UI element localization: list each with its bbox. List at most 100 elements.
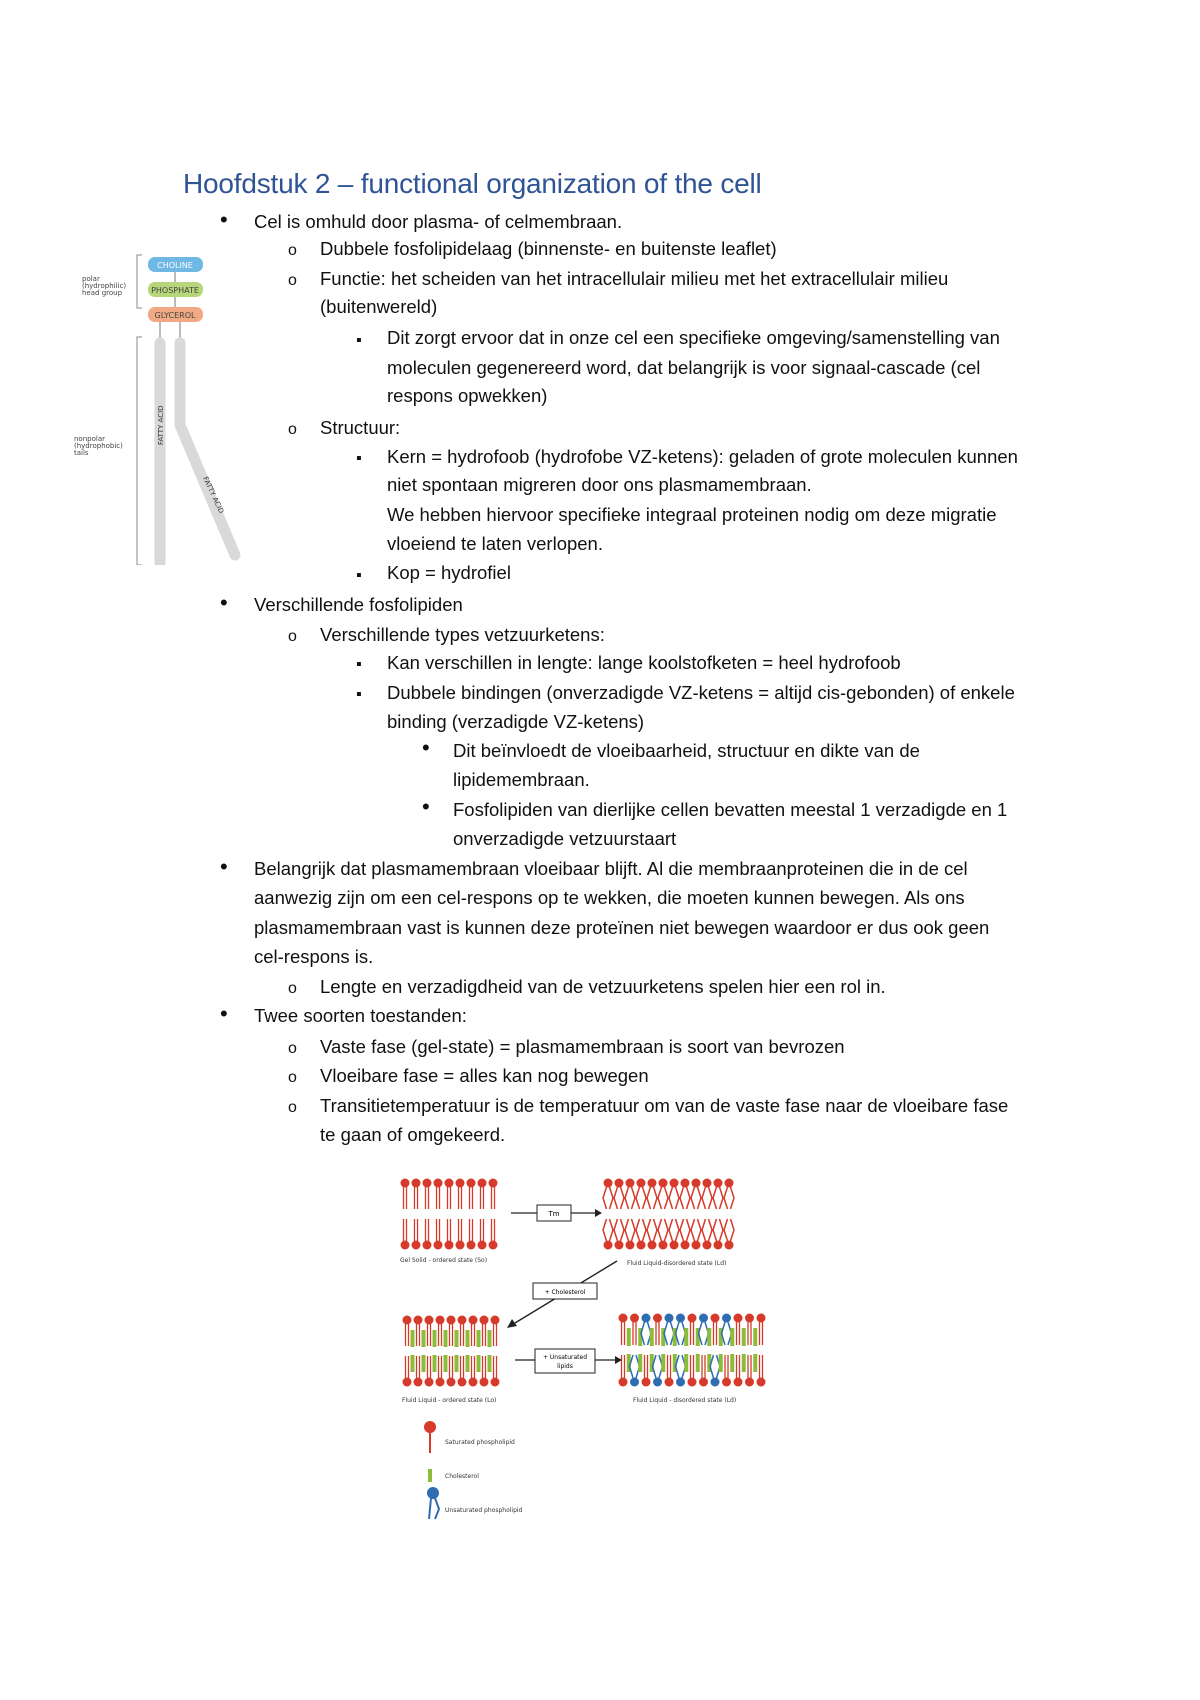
polar-label-1: polar	[82, 275, 100, 283]
arrow-head-icon	[595, 1209, 602, 1217]
lipid-molecule	[653, 1313, 662, 1345]
cholesterol-molecule	[454, 1355, 459, 1372]
text-line: Dubbele fosfolipidelaag (binnenste- en b…	[320, 238, 777, 259]
phosphate-box	[148, 282, 203, 297]
lipid-molecule	[424, 1315, 434, 1346]
text-line: Functie: het scheiden van het intracellu…	[320, 268, 949, 289]
bullet-circle	[288, 1065, 297, 1089]
bullet-disc	[220, 1003, 228, 1026]
lipid-molecule	[402, 1315, 412, 1346]
bullet-square	[356, 682, 362, 706]
lipid-molecule	[433, 1219, 443, 1250]
text-line: Dit beïnvloedt de vloeibaarheid, structu…	[453, 740, 920, 761]
cholesterol-molecule	[753, 1354, 758, 1372]
unsat-box-line-2: lipids	[557, 1363, 573, 1370]
bullet-square	[356, 328, 362, 352]
text-line: Vaste fase (gel-state) = plasmamembraan …	[320, 1036, 845, 1057]
lipid-molecule	[457, 1356, 467, 1387]
cholesterol-molecule	[707, 1354, 712, 1372]
fluid-ld-caption: Fluid Liquid-disordered state (Ld)	[627, 1260, 726, 1267]
lipid-molecule	[709, 1354, 721, 1387]
cholesterol-molecule	[476, 1355, 481, 1372]
cholesterol-molecule	[741, 1354, 746, 1372]
nonpolar-label-2: (hydrophobic)	[74, 442, 123, 450]
text-line: Twee soorten toestanden:	[254, 1005, 467, 1026]
cholesterol-molecule	[410, 1355, 415, 1372]
gel-caption: Gel Solid - ordered state (So)	[400, 1257, 487, 1264]
head-bracket	[136, 254, 142, 309]
lipid-molecule	[733, 1313, 743, 1345]
text-line: Kan verschillen in lengte: lange koolsto…	[387, 652, 901, 673]
cholesterol-molecule	[684, 1354, 689, 1372]
lipid-molecule	[422, 1219, 432, 1250]
lipid-molecule	[679, 1218, 691, 1250]
tail-bracket	[136, 336, 142, 565]
polar-label-3: head group	[82, 289, 123, 297]
lipid-molecule	[674, 1354, 687, 1387]
lipid-molecule	[457, 1315, 467, 1346]
phosphate-label: PHOSPHATE	[151, 286, 199, 295]
lipid-molecule	[602, 1178, 614, 1210]
lipid-molecule	[466, 1219, 476, 1250]
bullet-square	[356, 563, 362, 587]
lipid-molecule	[646, 1218, 658, 1250]
lipid-molecule	[723, 1218, 735, 1250]
lipid-molecule	[720, 1313, 733, 1346]
bullet-circle	[288, 1095, 297, 1119]
legend-cholesterol-label: Cholesterol	[445, 1473, 479, 1480]
text-line: Cel is omhuld door plasma- of celmembraa…	[254, 211, 623, 232]
lipid-molecule	[697, 1313, 710, 1346]
cholesterol-molecule	[730, 1354, 735, 1372]
lipid-molecule	[400, 1178, 410, 1209]
lipid-molecule	[400, 1219, 410, 1250]
fluid-ld-caption-2: Fluid Liquid - disordered state (Ld)	[633, 1397, 736, 1404]
lipid-molecule	[630, 1313, 639, 1345]
cholesterol-molecule	[695, 1328, 700, 1346]
legend-cholesterol-icon	[428, 1469, 432, 1482]
page-title: Hoofdstuk 2 – functional organization of…	[183, 168, 762, 199]
bullet-circle	[288, 417, 297, 441]
lipid-molecule	[701, 1218, 713, 1250]
choline-label: CHOLINE	[157, 261, 193, 270]
cholesterol-molecule	[695, 1354, 700, 1372]
unsaturated-box	[534, 1348, 596, 1374]
cholesterol-molecule	[626, 1354, 631, 1372]
cholesterol-molecule	[672, 1328, 677, 1346]
lipid-molecule	[712, 1218, 724, 1250]
lipid-molecule	[413, 1315, 423, 1346]
lipid-molecule	[479, 1315, 489, 1346]
text-line: We hebben hiervoor specifieke integraal …	[387, 504, 997, 525]
lipid-molecule	[635, 1178, 647, 1210]
lipid-molecule	[657, 1218, 669, 1250]
text-line: cel-respons is.	[254, 946, 374, 967]
text-line: onverzadigde vetzuurstaart	[453, 828, 677, 849]
text-line: Vloeibare fase = alles kan nog bewegen	[320, 1065, 649, 1086]
text-line: plasmamembraan vast is kunnen deze prote…	[254, 917, 990, 938]
cholesterol-molecule	[730, 1328, 735, 1346]
bullet-circle	[288, 1036, 297, 1060]
bullet-circle	[288, 624, 297, 648]
cholesterol-molecule	[718, 1354, 723, 1372]
cholesterol-molecule	[465, 1330, 470, 1347]
lipid-molecule	[468, 1356, 478, 1387]
lipid-molecule	[687, 1355, 697, 1387]
arrow-head-icon	[507, 1319, 517, 1328]
text-line: Structuur:	[320, 417, 401, 438]
mixed-bilayer	[618, 1313, 766, 1387]
lipid-molecule	[488, 1219, 498, 1250]
bullet-disc	[220, 209, 228, 232]
cholesterol-molecule	[454, 1330, 459, 1347]
lipid-molecule	[466, 1178, 476, 1209]
cholesterol-molecule	[443, 1330, 448, 1347]
lipid-molecule	[433, 1178, 443, 1209]
lipid-molecule	[435, 1315, 445, 1346]
bullet-square	[356, 652, 362, 676]
bullet-circle	[288, 976, 297, 1000]
lipid-molecule	[613, 1178, 625, 1210]
lipid-molecule	[641, 1355, 651, 1387]
tm-label: Tm	[547, 1210, 559, 1218]
bullet-circle	[288, 268, 297, 292]
cholesterol-molecule	[487, 1330, 492, 1347]
text-line: Fosfolipiden van dierlijke cellen bevatt…	[453, 799, 1008, 820]
lipid-molecule	[710, 1313, 720, 1345]
